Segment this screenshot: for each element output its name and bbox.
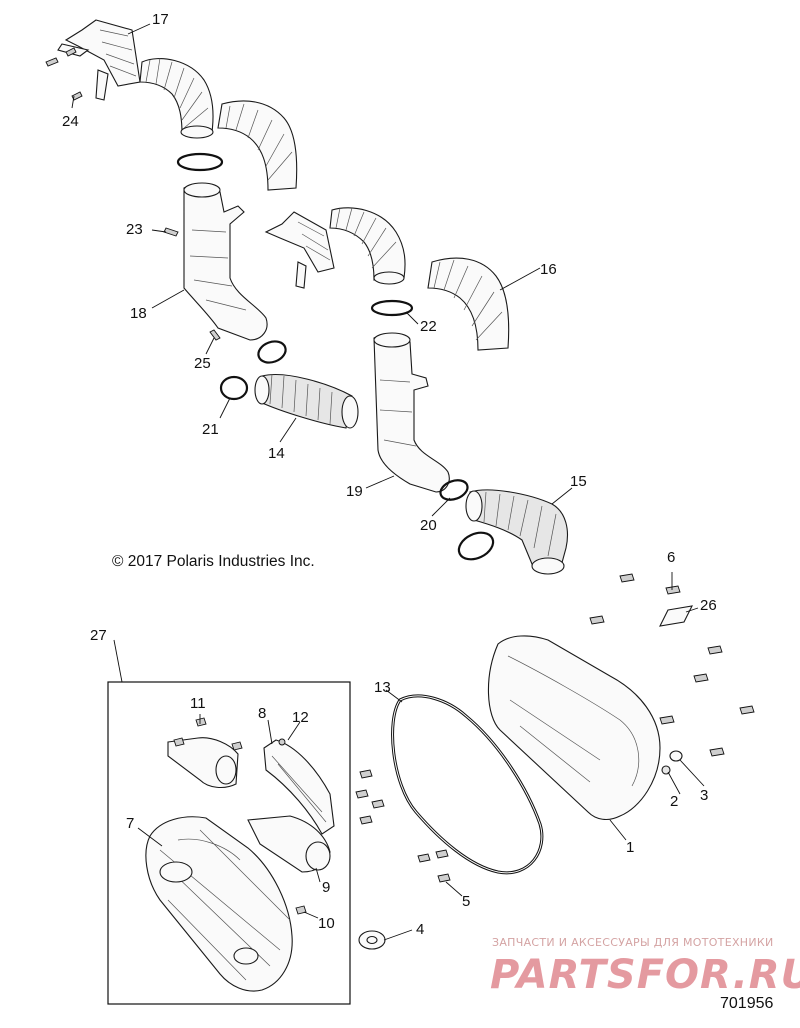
duct-part-9	[247, 815, 331, 873]
callout-13: 13	[374, 679, 391, 696]
upper-clamp-ring	[176, 152, 224, 172]
clamp-ring-part-22	[370, 299, 414, 317]
callout-14: 14	[268, 445, 285, 462]
callout-9: 9	[322, 879, 330, 896]
callout-11: 11	[190, 695, 206, 712]
leader-lines	[71, 23, 705, 941]
duct-part-14	[254, 373, 359, 429]
callout-21: 21	[202, 421, 219, 438]
callout-12: 12	[292, 709, 309, 726]
callout-27: 27	[90, 627, 107, 644]
callout-5: 5	[462, 893, 470, 910]
duct-part-11-assembly	[167, 717, 243, 789]
upper-cover-shroud	[217, 100, 298, 191]
callout-7: 7	[126, 815, 134, 832]
drawing-number: 701956	[720, 995, 773, 1012]
plate-part-26	[659, 605, 693, 627]
watermark-logo: PARTSFOR.RU	[490, 952, 800, 998]
bolt-part-23	[163, 227, 179, 237]
drive-belt-part-13	[391, 694, 544, 875]
callout-19: 19	[346, 483, 363, 500]
bolt-part-25	[209, 329, 221, 341]
clamp-ring-part-20	[439, 479, 469, 501]
callout-1: 1	[626, 839, 634, 856]
elbow-duct-part-15	[465, 489, 569, 575]
callout-22: 22	[420, 318, 437, 335]
callout-16: 16	[540, 261, 557, 278]
callout-24: 24	[62, 113, 79, 130]
intake-duct-part-19	[373, 332, 450, 493]
upper-bracket-part-17	[57, 19, 141, 101]
callout-labels: 17 24 23 18 25 21 14 16 22 19 20 15 6 26…	[62, 11, 717, 938]
callout-4: 4	[416, 921, 424, 938]
callout-26: 26	[700, 597, 717, 614]
callout-18: 18	[130, 305, 147, 322]
watermark-tagline: ЗАПЧАСТИ И АКСЕССУАРЫ ДЛЯ МОТОТЕХНИКИ	[492, 936, 774, 949]
bolt-part-12	[278, 738, 286, 746]
callout-2: 2	[670, 793, 678, 810]
callout-10: 10	[318, 915, 335, 932]
intake-duct-part-18	[183, 182, 268, 341]
grommet-parts-2-3	[661, 750, 683, 775]
callout-20: 20	[420, 517, 437, 534]
callout-17: 17	[152, 11, 169, 28]
inner-cover-part-7	[145, 816, 293, 992]
mid-bracket	[264, 211, 335, 289]
assembly-box-part-27	[107, 681, 351, 1005]
callout-6: 6	[667, 549, 675, 566]
cover-shroud-part-16	[427, 257, 510, 351]
cover-plate-part-8	[263, 739, 335, 835]
clamp-ring-part-21	[219, 375, 249, 401]
callout-15: 15	[570, 473, 587, 490]
callout-25: 25	[194, 355, 211, 372]
callout-3: 3	[700, 787, 708, 804]
clutch-cover-part-1	[487, 635, 661, 821]
washer-part-4	[358, 930, 386, 950]
bolts-part-6	[589, 573, 755, 757]
copyright-text: © 2017 Polaris Industries Inc.	[112, 553, 315, 570]
clamp-ring-upper-14	[257, 340, 287, 364]
upper-elbow-duct	[139, 57, 214, 139]
callout-23: 23	[126, 221, 143, 238]
bolt-part-10	[295, 905, 307, 915]
bolt-part-24-upper	[45, 47, 83, 101]
bolts-part-5	[355, 769, 451, 883]
mid-elbow-duct	[329, 207, 406, 285]
callout-8: 8	[258, 705, 266, 722]
clamp-ring-lower	[457, 531, 495, 561]
